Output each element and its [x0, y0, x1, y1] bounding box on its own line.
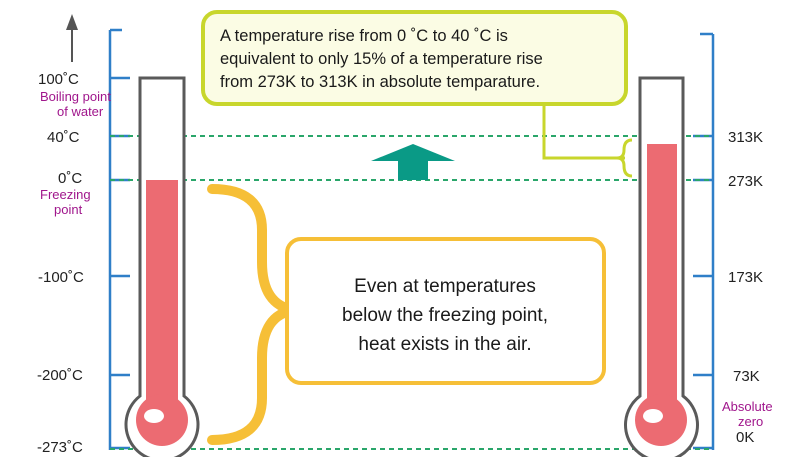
thermometer-left [124, 76, 200, 457]
callout-top: A temperature rise from 0 ˚C to 40 ˚C is… [201, 10, 633, 178]
note-absolute-line1: Absolute [722, 399, 773, 414]
note-boiling-line1: Boiling point [40, 89, 111, 104]
label-100c: 100˚C [38, 71, 79, 88]
label-0k: 0K [736, 429, 754, 446]
kelvin-scale [693, 32, 715, 450]
callout-top-line3: from 273K to 313K in absolute temparatur… [220, 73, 540, 91]
thermometer-right [624, 76, 699, 457]
callout-center-line1: Even at temperatures [354, 276, 536, 297]
teal-up-arrow-icon [371, 144, 455, 180]
label-minus273c: -273˚C [37, 439, 83, 456]
label-273k: 273K [728, 173, 763, 190]
note-freezing-line2: point [54, 202, 83, 217]
brace-yellow [207, 184, 296, 445]
note-absolute-line2: zero [738, 414, 763, 429]
arrow-up-icon [66, 14, 78, 62]
note-boiling-line2: of water [57, 104, 104, 119]
callout-center-line3: heat exists in the air. [358, 334, 531, 355]
celsius-scale [108, 28, 130, 450]
label-73k: 73K [733, 368, 760, 385]
note-freezing-line1: Freezing [40, 187, 91, 202]
label-minus100c: -100˚C [38, 269, 84, 286]
label-0c: 0˚C [58, 170, 82, 187]
callout-top-line1: A temperature rise from 0 ˚C to 40 ˚C is [220, 27, 508, 45]
label-313k: 313K [728, 129, 763, 146]
label-minus200c: -200˚C [37, 367, 83, 384]
callout-top-line2: equivalent to only 15% of a temperature … [220, 50, 543, 68]
label-40c: 40˚C [47, 129, 80, 146]
label-173k: 173K [728, 269, 763, 286]
callout-center-line2: below the freezing point, [342, 305, 548, 326]
callout-center: Even at temperatures below the freezing … [285, 237, 606, 385]
